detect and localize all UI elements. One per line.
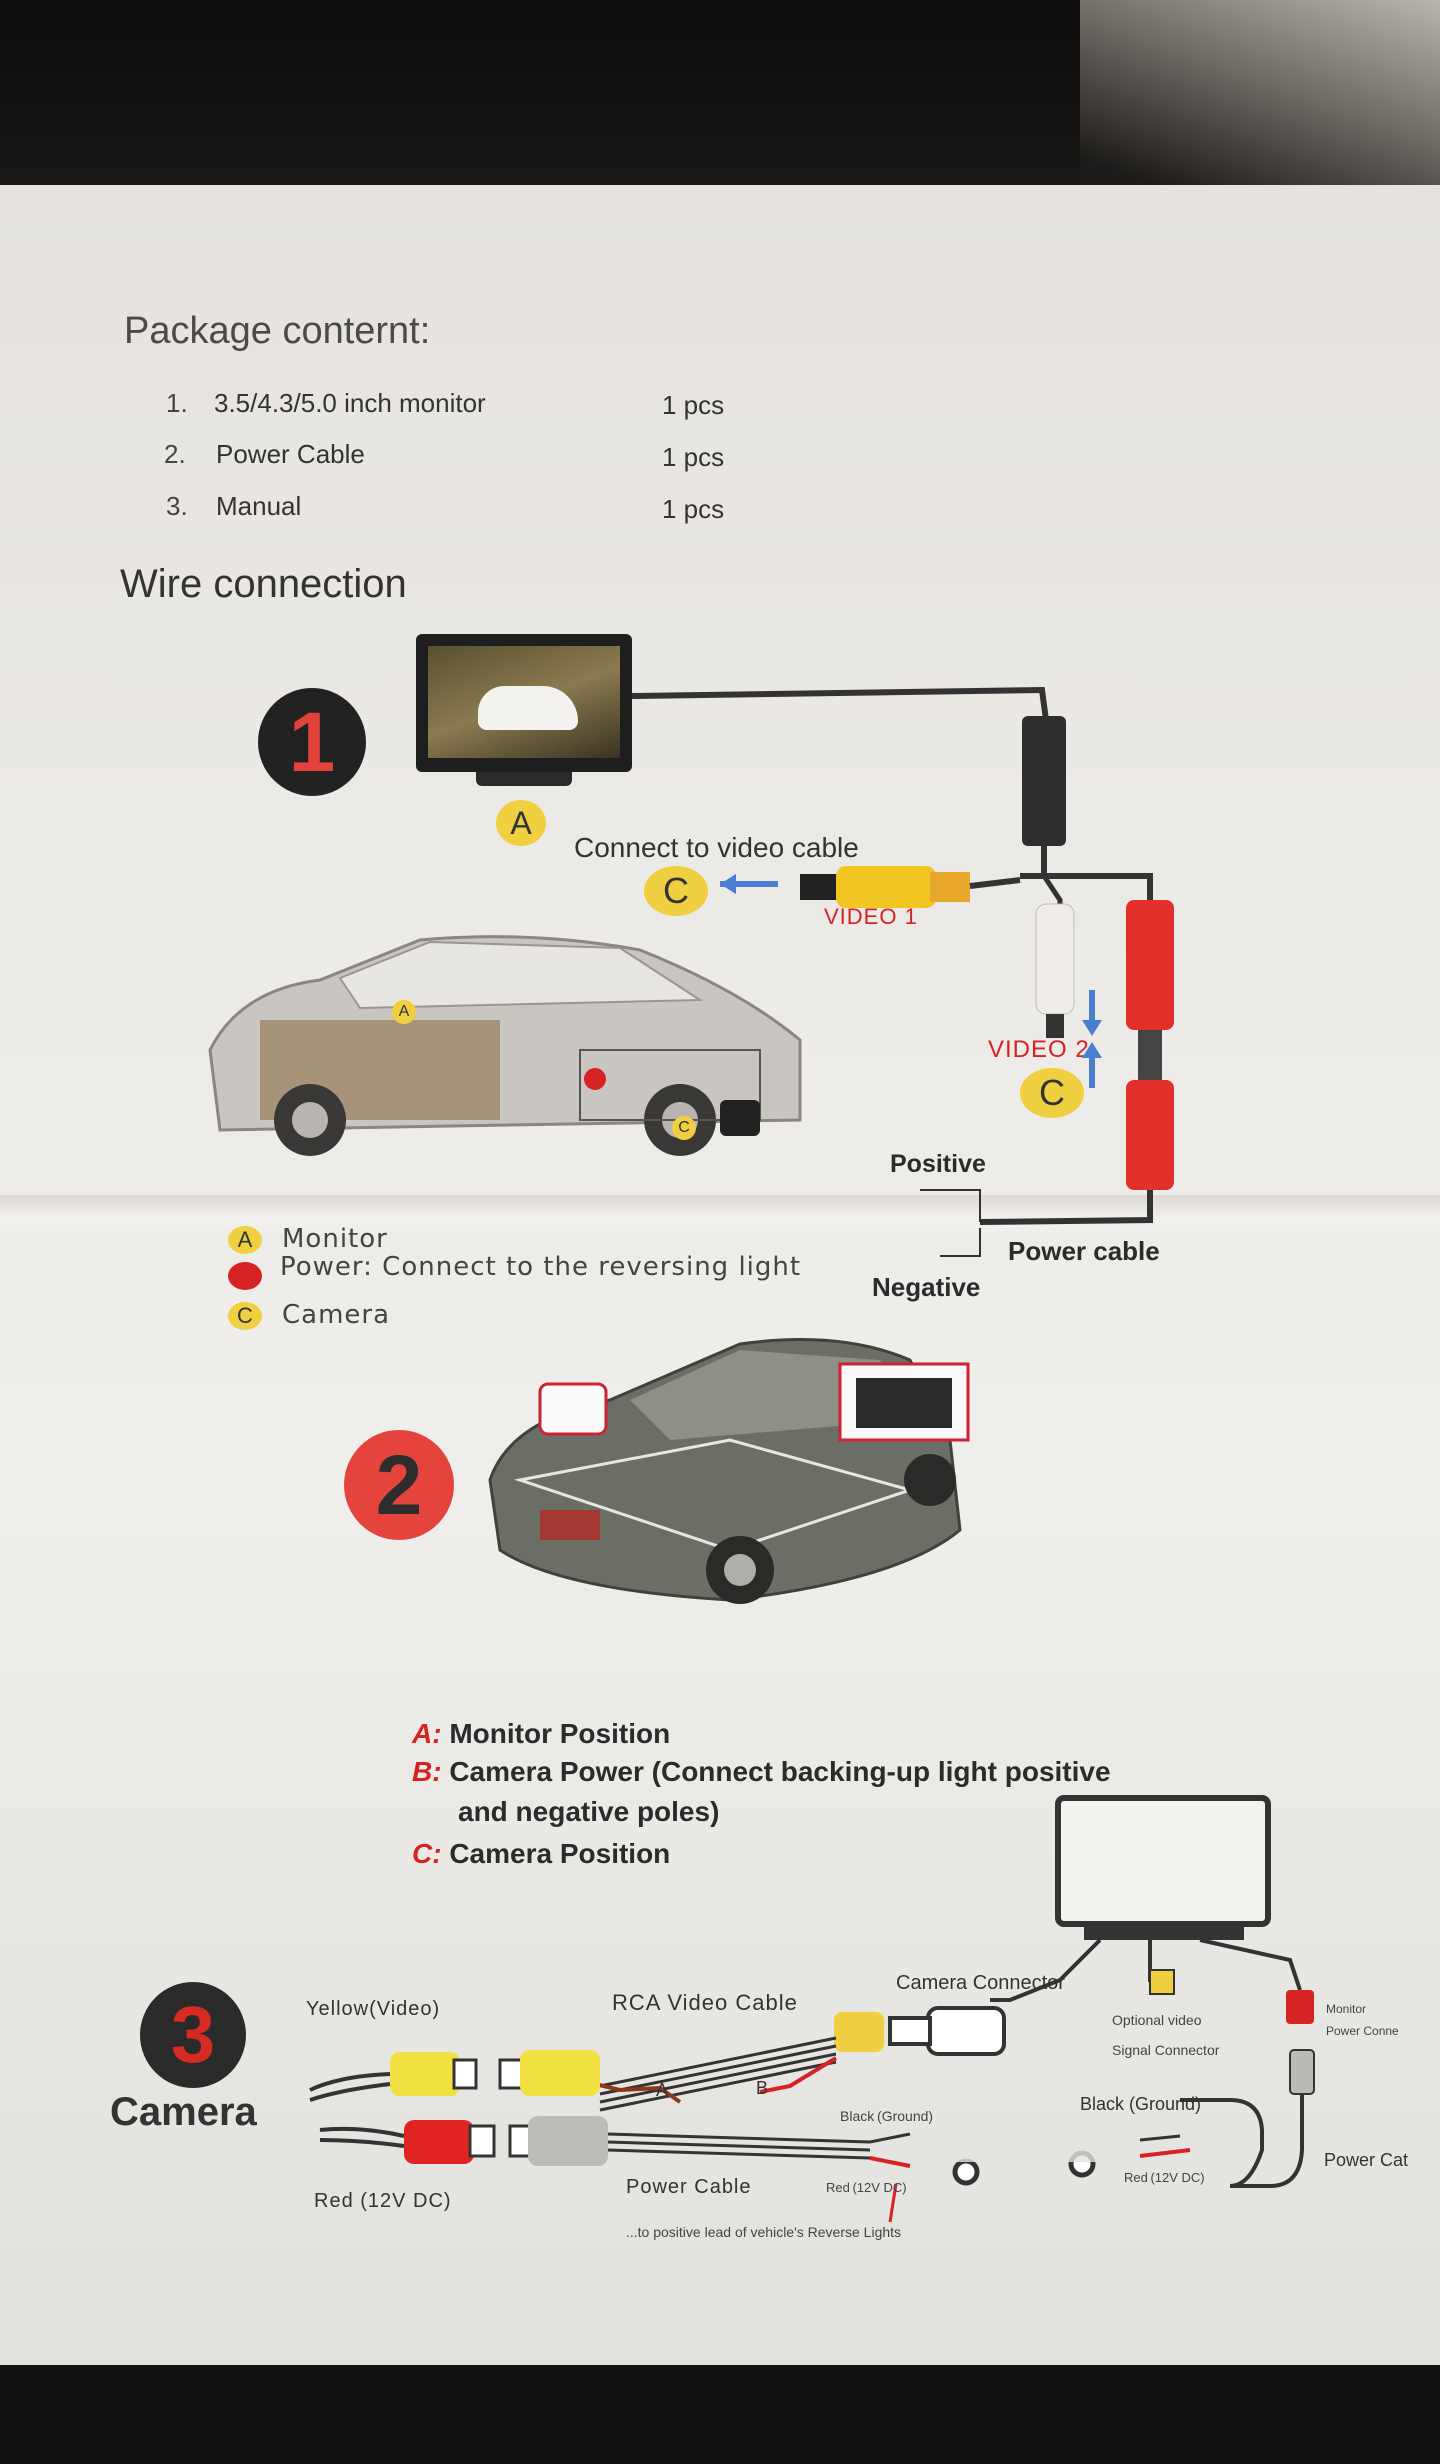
camera-connector-label: Camera Connector: [896, 1972, 1065, 1994]
wire-heading: Wire connection: [120, 562, 407, 606]
red-12v-mid-label: Red (12V DC): [826, 2180, 907, 2195]
monitor-power-label-1: Monitor: [1326, 2002, 1367, 2016]
power-cable-label: Power cable: [1008, 1236, 1160, 1266]
package-item-name: Power Cable: [216, 439, 365, 469]
car-cutaway-illustration: [208, 935, 802, 1156]
legend-power: Power: Connect to the reversing light: [280, 1252, 802, 1282]
positive-label: Positive: [890, 1150, 986, 1178]
package-item-qty: 1 pcs: [662, 442, 725, 472]
label-a: A: [656, 2080, 669, 2100]
step-1-badge: 1: [258, 688, 366, 796]
yellow-video-label: Yellow(Video): [306, 1998, 441, 2020]
negative-leader: [940, 1228, 981, 1257]
legend-camera: Camera: [282, 1300, 391, 1330]
camera-marker: C: [644, 866, 708, 916]
note-key: C:: [412, 1838, 442, 1869]
power-cable-right-label: Power Cat: [1324, 2150, 1409, 2170]
camera-label: Camera: [110, 2090, 257, 2134]
package-item-qty: 1 pcs: [662, 494, 725, 524]
negative-label: Negative: [872, 1272, 981, 1302]
optional-video-label: Optional video: [1112, 2012, 1202, 2028]
step-3-badge: 3: [140, 1982, 246, 2088]
step3-wiring-diagram: [309, 1795, 1315, 2223]
legend-monitor: Monitor: [282, 1224, 388, 1254]
monitor-cable: [631, 686, 1049, 721]
background-bottom: [0, 2365, 1440, 2464]
rca-cable-label: RCA Video Cable: [612, 1990, 798, 2015]
package-item-name: 3.5/4.3/5.0 inch monitor: [214, 388, 486, 418]
step3-monitor: [1055, 1795, 1271, 1927]
step-2-badge: 2: [344, 1430, 454, 1540]
monitor-stand: [476, 772, 572, 786]
monitor-marker: A: [496, 800, 546, 846]
camera-marker-2: C: [1020, 1068, 1084, 1118]
note-text: Camera Power (Connect backing-up light p…: [449, 1756, 1111, 1787]
note-text: Camera Position: [449, 1838, 671, 1869]
power-cable-line: [979, 1190, 1153, 1225]
ground-ring: [952, 2158, 980, 2186]
legend-marker-power: [228, 1262, 262, 1290]
package-item-qty: 1 pcs: [662, 390, 725, 420]
video1-lead: [969, 877, 1021, 889]
package-item-number: 3.: [166, 491, 188, 521]
package-item-number: 2.: [164, 439, 186, 469]
video1-label: VIDEO 1: [824, 904, 918, 929]
positive-leader: [920, 1189, 981, 1222]
reverse-lights-footnote: ...to positive lead of vehicle's Reverse…: [626, 2224, 902, 2240]
car-marker-power: [584, 1068, 606, 1090]
power-cable-bottom-label: Power Cable: [626, 2176, 752, 2198]
red-12v-right-label: Red (12V DC): [1124, 2170, 1205, 2185]
note-b: B: Camera Power (Connect backing-up ligh…: [412, 1756, 1111, 1788]
package-heading: Package conternt:: [124, 310, 431, 352]
car-marker-c: C: [672, 1116, 696, 1140]
car-marker-a: A: [392, 1000, 416, 1024]
legend-marker-a: A: [228, 1226, 262, 1254]
video1-plug: [836, 866, 936, 908]
black-ground-label-2: Black (Ground): [1080, 2094, 1202, 2114]
package-item-name: Manual: [216, 491, 302, 521]
monitor-power-label-2: Power Conne: [1326, 2024, 1399, 2038]
red-12v-label: Red (12V DC): [314, 2190, 452, 2212]
note-key: A:: [412, 1718, 442, 1749]
note-a: A: Monitor Position: [412, 1718, 670, 1750]
car-on-screen: [478, 686, 578, 730]
camera-mini-icon: [720, 1100, 760, 1136]
video2-label: VIDEO 2: [988, 1036, 1090, 1063]
monitor-illustration: [416, 634, 632, 772]
video1-plug-grip: [930, 872, 970, 902]
note-key: B:: [412, 1756, 442, 1787]
signal-connector-label: Signal Connector: [1112, 2042, 1220, 2058]
note-c: C: Camera Position: [412, 1838, 670, 1870]
black-ground-label-1: Black (Ground): [840, 2108, 934, 2124]
step1-cable-diagram: [631, 686, 1174, 1257]
cable-junction: [1022, 716, 1066, 846]
camera-callout: [538, 1382, 608, 1436]
video2-plug: [1035, 903, 1075, 1015]
connect-video-cable-text: Connect to video cable: [574, 832, 859, 863]
car-top-illustration: [488, 1338, 970, 1604]
power-plug-upper: [1126, 900, 1174, 1030]
legend-marker-c: C: [228, 1302, 262, 1330]
note-text: Monitor Position: [449, 1718, 671, 1749]
label-b: B: [756, 2078, 769, 2098]
package-item-number: 1.: [166, 388, 188, 418]
power-plug-lower: [1126, 1080, 1174, 1190]
junction-to-power: [1041, 846, 1153, 900]
note-b-cont: and negative poles): [458, 1796, 720, 1827]
